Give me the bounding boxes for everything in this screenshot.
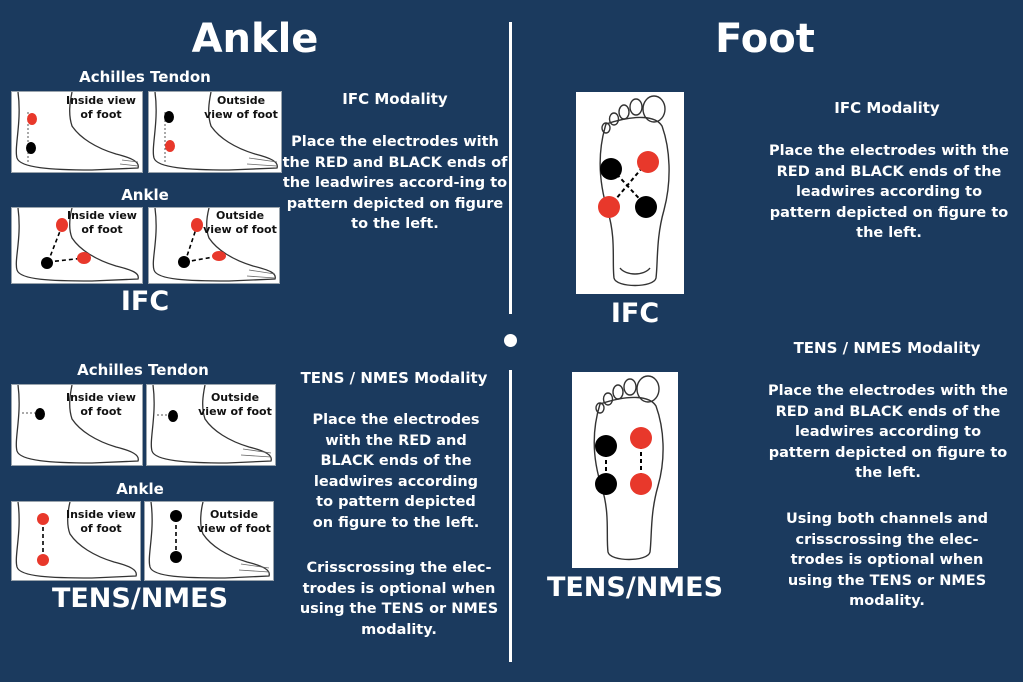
ankle-tens-instructions: Place the electrodes with the RED and BL… — [304, 410, 488, 533]
vertical-divider-top — [509, 22, 512, 314]
ankle-ifc-ankle-inside-label: Inside view of foot — [67, 209, 137, 236]
ankle-tens-achilles-outside-figure — [150, 385, 272, 464]
ankle-tens-ankle-inside-card: Inside view of foot — [11, 501, 141, 581]
ankle-ifc-achilles-inside-card: Inside view of foot — [11, 91, 143, 173]
foot-tens-note: Using both channels and crisscrossing th… — [770, 509, 1004, 612]
foot-ifc-modality-title: IFC Modality — [834, 99, 940, 117]
ankle-ifc-modality-title: IFC Modality — [342, 90, 448, 108]
foot-ifc-sole-figure — [598, 95, 670, 287]
ankle-title: Ankle — [191, 16, 319, 62]
foot-title: Foot — [715, 16, 815, 62]
ankle-ifc-ankle-inside-figure — [15, 208, 139, 282]
foot-tens-instructions-text: Place the electrodes with the RED and BL… — [768, 383, 1008, 481]
ankle-ifc-achilles-label: Achilles Tendon — [79, 68, 211, 86]
foot-tens-instructions: Place the electrodes with the RED and BL… — [763, 381, 1013, 484]
foot-tens-sole-figure — [593, 375, 664, 561]
ankle-tens-instructions-text: Place the electrodes with the RED and BL… — [312, 412, 480, 531]
ankle-tens-achilles-outside-card: Outside view of foot — [146, 384, 276, 466]
foot-ifc-caption: IFC — [610, 298, 660, 329]
ankle-ifc-achilles-outside-figure — [152, 92, 278, 171]
foot-tens-note-text: Using both channels and crisscrossing th… — [785, 511, 989, 609]
ankle-tens-note-text: Crisscrossing the elec-trodes is optiona… — [299, 560, 499, 638]
ankle-ifc-ankle-outside-card: Outside view of foot — [148, 207, 280, 284]
ankle-tens-achilles-inside-figure — [15, 385, 139, 464]
foot-ifc-instructions: Place the electrodes with the RED and BL… — [766, 141, 1012, 244]
ankle-tens-achilles-label: Achilles Tendon — [77, 361, 209, 379]
foot-ifc-card — [576, 92, 684, 294]
ankle-ifc-instructions-text: Place the electrodes with the RED and BL… — [282, 134, 508, 232]
ankle-ifc-caption: IFC — [120, 286, 170, 317]
ankle-tens-achilles-inside-label: Inside view of foot — [66, 391, 136, 418]
ankle-ifc-achilles-inside-label: Inside view of foot — [66, 94, 136, 121]
ankle-ifc-achilles-inside-figure — [15, 92, 139, 171]
foot-tens-caption: TENS/NMES — [546, 572, 724, 603]
ankle-ifc-achilles-outside-card: Outside view of foot — [148, 91, 282, 173]
foot-ifc-instructions-text: Place the electrodes with the RED and BL… — [769, 143, 1009, 241]
foot-tens-card — [572, 372, 678, 568]
ankle-tens-achilles-outside-label: Outside view of foot — [198, 391, 272, 418]
ankle-tens-note: Crisscrossing the elec-trodes is optiona… — [298, 558, 500, 640]
ankle-tens-ankle-inside-label: Inside view of foot — [66, 508, 136, 535]
ankle-ifc-ankle-outside-label: Outside view of foot — [203, 209, 277, 236]
ankle-tens-ankle-outside-figure — [148, 502, 270, 579]
ankle-tens-achilles-inside-card: Inside view of foot — [11, 384, 143, 466]
vertical-divider-bottom — [509, 370, 512, 662]
ankle-tens-ankle-outside-label: Outside view of foot — [197, 508, 271, 535]
foot-tens-modality-title: TENS / NMES Modality — [793, 339, 981, 357]
ankle-ifc-instructions: Place the electrodes with the RED and BL… — [282, 132, 508, 235]
ankle-tens-ankle-label: Ankle — [116, 480, 164, 498]
ankle-ifc-ankle-outside-figure — [152, 208, 276, 282]
ankle-ifc-ankle-inside-card: Inside view of foot — [11, 207, 143, 284]
ankle-tens-modality-title: TENS / NMES Modality — [300, 369, 488, 387]
ankle-tens-caption: TENS/NMES — [51, 583, 229, 614]
center-dot — [504, 334, 517, 347]
ankle-ifc-achilles-outside-label: Outside view of foot — [204, 94, 278, 121]
ankle-ifc-ankle-label: Ankle — [121, 186, 169, 204]
ankle-tens-ankle-outside-card: Outside view of foot — [144, 501, 274, 581]
ankle-tens-ankle-inside-figure — [15, 502, 137, 579]
